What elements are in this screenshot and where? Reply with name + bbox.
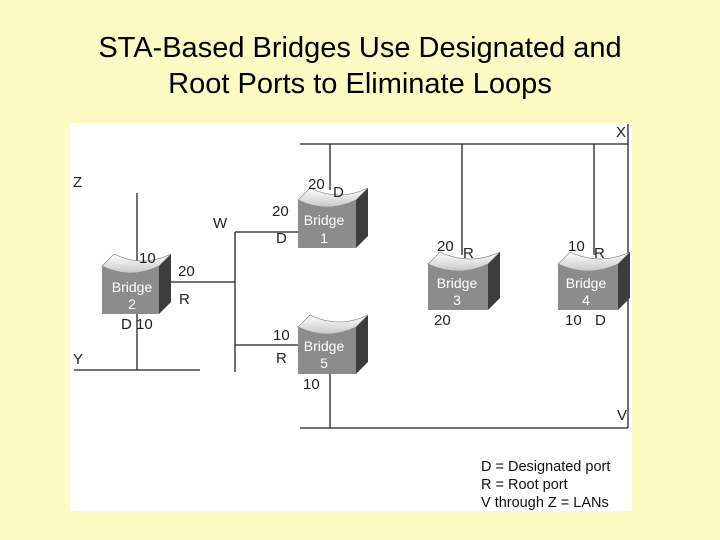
bridge-4-bottom-cost: 10 — [565, 312, 582, 329]
bridge-5[interactable]: Bridge 5 — [297, 314, 369, 374]
title-line-2: Root Ports to Eliminate Loops — [168, 68, 552, 100]
bridge-4-side — [618, 252, 630, 310]
bridge-5-name: Bridge — [304, 338, 345, 354]
bridge-2-side — [159, 254, 171, 314]
lan-x-label: X — [616, 124, 626, 141]
bridge-4-bottom-role: D — [595, 312, 606, 329]
lan-w-label: W — [213, 215, 228, 232]
slide-title: STA-Based Bridges Use Designated and Roo… — [0, 30, 720, 102]
bridge-4-top-role: R — [594, 245, 605, 262]
bridge-5-top — [297, 314, 369, 335]
legend: D = Designated port R = Root port V thro… — [481, 459, 610, 511]
bridge-1-top-cost: 20 — [308, 176, 325, 193]
bridge-1-left-role: D — [276, 230, 287, 247]
lan-v-label: V — [617, 407, 627, 424]
lan-y-label: Y — [73, 351, 83, 368]
bridge-1-number: 1 — [320, 230, 328, 246]
bridge-4-name: Bridge — [566, 275, 607, 291]
bridge-5-front — [298, 327, 356, 374]
bridge-3-front — [428, 264, 488, 310]
bridge-2-front — [102, 266, 159, 314]
bridge-5-bottom-cost: 10 — [303, 376, 320, 393]
bridge-2-top-cost: 10 — [139, 250, 156, 267]
bridge-5-left-role: R — [276, 350, 287, 367]
bridge-3[interactable]: Bridge 3 — [427, 251, 501, 310]
bridge-2[interactable]: Bridge 2 — [101, 253, 172, 314]
bridge-2-number: 2 — [128, 296, 136, 312]
bridge-1-top-role: D — [333, 184, 344, 201]
bridge-1-left-cost: 20 — [272, 203, 289, 220]
bridge-3-name: Bridge — [437, 275, 478, 291]
bridge-1-name: Bridge — [304, 212, 345, 228]
diagram-panel — [70, 123, 632, 511]
title-line-1: STA-Based Bridges Use Designated and — [98, 32, 622, 64]
bridge-4-top-cost: 10 — [568, 238, 585, 255]
bridge-3-side — [488, 252, 500, 310]
bridge-2-name: Bridge — [112, 279, 153, 295]
bridge-2-right-role: R — [179, 291, 190, 308]
bridge-3-bottom-cost: 20 — [434, 312, 451, 329]
bridge-4-number: 4 — [582, 292, 590, 308]
legend-line-1: D = Designated port — [481, 459, 610, 475]
bridge-4-front — [558, 264, 618, 310]
bridge-3-top-cost: 20 — [437, 238, 454, 255]
bridge-5-number: 5 — [320, 355, 328, 371]
legend-line-2: R = Root port — [481, 477, 568, 493]
bridge-5-left-cost: 10 — [273, 327, 290, 344]
bridge-1-top — [297, 187, 369, 208]
bridge-3-number: 3 — [453, 292, 461, 308]
bridge-1[interactable]: Bridge 1 — [297, 187, 369, 248]
bridge-2-top — [101, 253, 172, 274]
bridge-1-side — [356, 188, 368, 248]
bridge-1-front — [298, 200, 356, 248]
bridge-5-side — [356, 315, 368, 374]
bridge-4[interactable]: Bridge 4 — [557, 251, 631, 310]
bridge-2-right-cost: 20 — [178, 263, 195, 280]
legend-line-3: V through Z = LANs — [481, 495, 609, 511]
lan-lines — [74, 124, 629, 429]
lan-z-label: Z — [73, 174, 82, 191]
bridge-2-bottom: D 10 — [121, 316, 153, 333]
bridge-3-top-role: R — [463, 245, 474, 262]
